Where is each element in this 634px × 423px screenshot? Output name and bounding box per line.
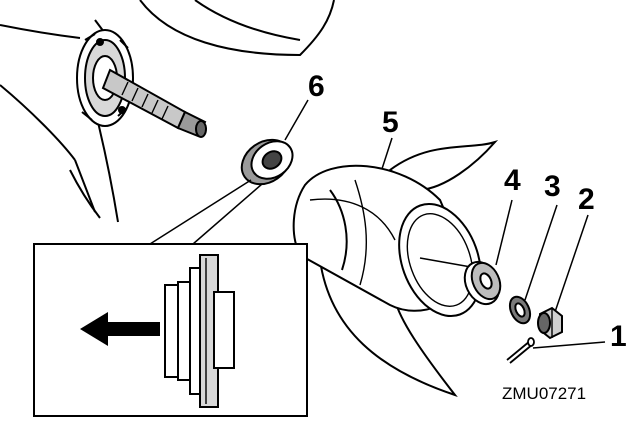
callout-5: 5 [382,106,399,139]
leader-1 [532,341,606,349]
leader-lines [284,99,606,349]
propeller-nut-part-2 [537,306,563,340]
callout-4: 4 [504,164,521,197]
bearing-housing [76,29,134,127]
callout-3: 3 [544,170,561,203]
detail-zoom-lines [149,179,263,245]
spacer-part-4 [463,260,502,306]
leader-4 [495,199,513,266]
thrust-washer-section-icon [164,254,235,408]
washer-part-3 [508,295,532,325]
propeller-shaft [101,68,207,138]
leader-2 [554,214,589,313]
callout-6: 6 [308,70,325,103]
callout-1: 1 [610,320,627,353]
leader-3 [524,204,558,301]
propeller-hub-face [398,202,482,318]
detail-view [33,243,308,417]
callout-2: 2 [578,183,595,216]
propeller-blade-lower [318,258,458,397]
figure-reference-code: ZMU07271 [502,384,587,403]
propeller-blade-top [388,139,499,192]
propeller-part-5 [292,139,499,397]
thrust-washer-part-6 [240,138,294,186]
cotter-pin-part-1 [506,337,535,364]
arrow-left-icon [80,312,160,346]
leader-6 [284,99,309,141]
